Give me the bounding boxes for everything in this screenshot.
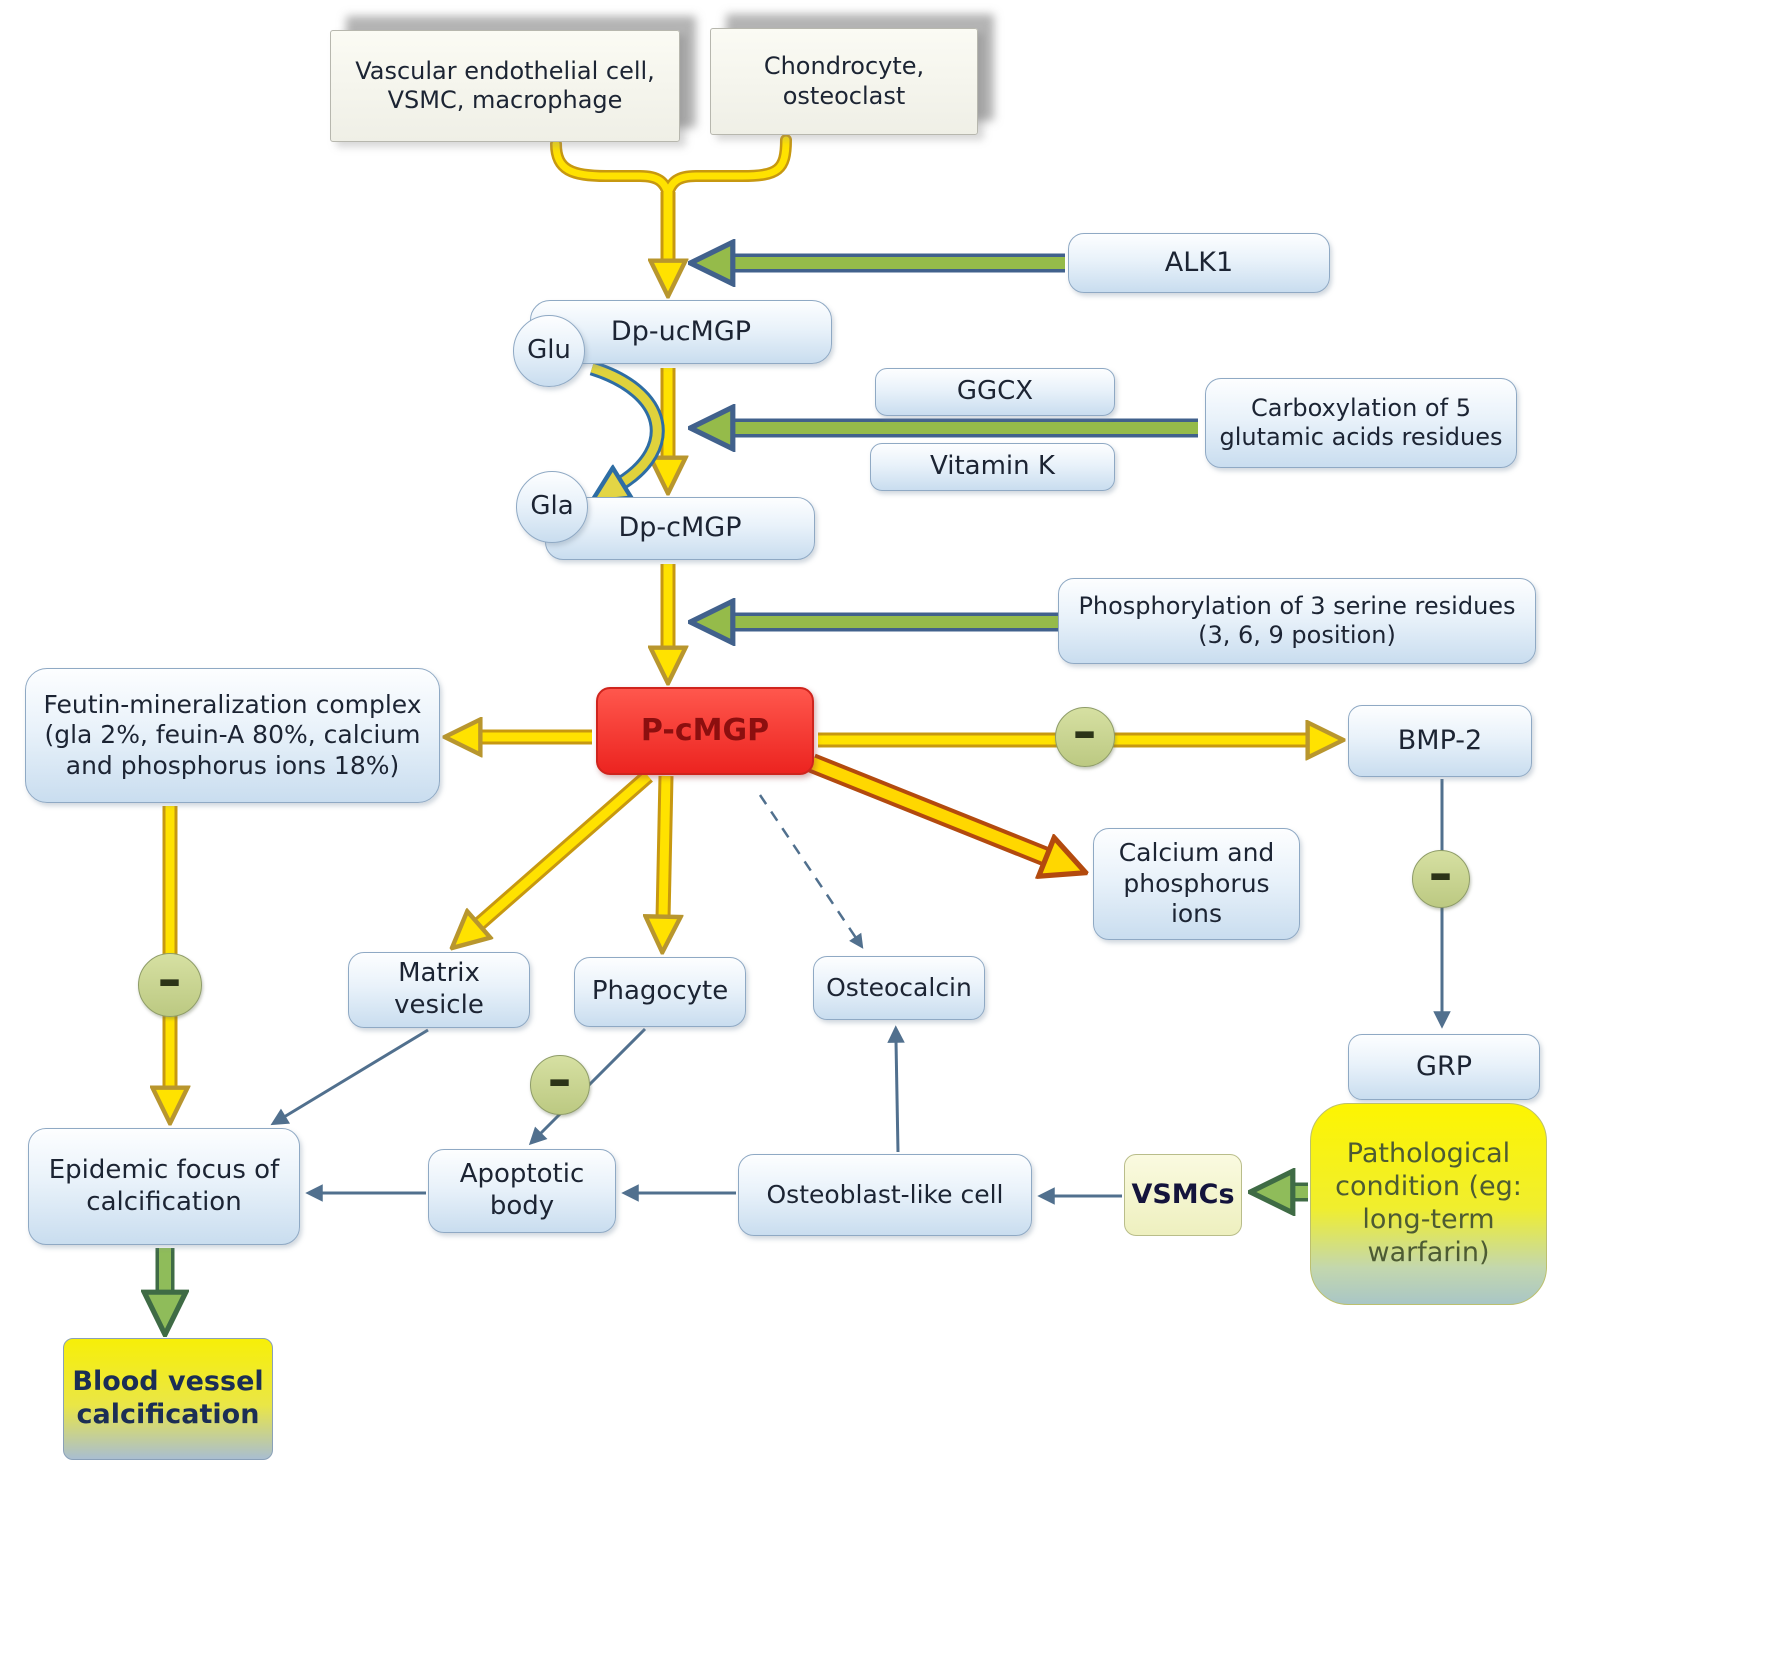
node-grp-label: GRP (1416, 1050, 1472, 1082)
node-bmp2: BMP-2 (1348, 705, 1532, 777)
node-chondrocyte-osteoclast-label: Chondrocyte, osteoclast (763, 52, 925, 110)
node-osteoblast-like-cell: Osteoblast-like cell (738, 1154, 1032, 1236)
arrow-glu-to-gla-curved (592, 360, 665, 484)
inhibition-badge-bmp2-grp: - (1412, 847, 1470, 908)
node-gla: Gla (516, 471, 588, 543)
node-glu-label: Glu (527, 335, 571, 366)
node-p-cmgp-label: P-cMGP (640, 712, 770, 748)
node-dp-cmgp: Dp-cMGP (545, 497, 815, 560)
node-grp: GRP (1348, 1034, 1540, 1100)
inhibition-badge-feutin-epidemic: - (138, 953, 202, 1017)
arrow-pcmgp-to-phagocyte (663, 775, 666, 919)
node-alk1-label: ALK1 (1164, 246, 1234, 278)
minus-sign: - (1072, 705, 1098, 759)
node-phagocyte: Phagocyte (574, 957, 746, 1027)
node-bmp2-label: BMP-2 (1397, 724, 1483, 756)
node-apoptotic-body: Apoptotic body (428, 1149, 616, 1233)
node-alk1: ALK1 (1068, 233, 1330, 293)
arrow-pcmgp-to-matrix-vesicle (477, 770, 653, 926)
node-vitamin-k-label: Vitamin K (930, 451, 1055, 482)
node-feutin-complex-label: Feutin-mineralization complex (gla 2%, f… (43, 689, 422, 780)
minus-sign: - (157, 953, 183, 1007)
brace-cells (550, 134, 792, 200)
arrow-osteoblast-to-osteocalcin (887, 1025, 905, 1153)
node-ggcx-label: GGCX (956, 376, 1034, 407)
node-blood-vessel-calcification: Blood vessel calcification (63, 1338, 273, 1460)
node-vsmcs: VSMCs (1124, 1154, 1242, 1236)
node-osteoblast-like-cell-label: Osteoblast-like cell (766, 1179, 1004, 1209)
node-pathological-condition: Pathological condition (eg: long-term wa… (1310, 1103, 1547, 1305)
node-vascular-endothelial: Vascular endothelial cell, VSMC, macroph… (330, 30, 680, 142)
node-feutin-complex: Feutin-mineralization complex (gla 2%, f… (25, 668, 440, 803)
node-osteocalcin-label: Osteocalcin (826, 972, 972, 1002)
node-carboxylation-label: Carboxylation of 5 glutamic acids residu… (1219, 393, 1503, 451)
node-gla-label: Gla (530, 491, 574, 522)
arrow-pcmgp-to-osteocalcin-dashed (758, 794, 864, 949)
arrow-phagocyte-to-apoptotic (528, 1027, 647, 1146)
node-vsmcs-label: VSMCs (1131, 1178, 1235, 1210)
node-calcium-phosphorus-ions: Calcium and phosphorus ions (1093, 828, 1300, 940)
node-vitamin-k: Vitamin K (870, 443, 1115, 491)
inhibition-badge-pcmgp-bmp2: - (1055, 705, 1115, 767)
node-glu: Glu (513, 315, 585, 387)
node-apoptotic-body-label: Apoptotic body (459, 1159, 585, 1221)
node-epidemic-focus-label: Epidemic focus of calcification (48, 1154, 280, 1217)
arrow-matrix-vesicle-to-epidemic (270, 1028, 429, 1126)
node-matrix-vesicle: Matrix vesicle (348, 952, 530, 1028)
node-pathological-condition-label: Pathological condition (eg: long-term wa… (1335, 1138, 1522, 1268)
node-ggcx: GGCX (875, 368, 1115, 416)
node-osteocalcin: Osteocalcin (813, 956, 985, 1020)
minus-sign: - (1428, 847, 1454, 901)
node-dp-cmgp-label: Dp-cMGP (618, 512, 742, 544)
node-phosphorylation-label: Phosphorylation of 3 serine residues (3,… (1078, 591, 1516, 649)
node-carboxylation: Carboxylation of 5 glutamic acids residu… (1205, 378, 1517, 468)
node-phosphorylation: Phosphorylation of 3 serine residues (3,… (1058, 578, 1536, 664)
node-vascular-endothelial-label: Vascular endothelial cell, VSMC, macroph… (355, 56, 655, 114)
node-matrix-vesicle-label: Matrix vesicle (394, 958, 484, 1020)
minus-sign: - (547, 1053, 573, 1107)
node-chondrocyte-osteoclast: Chondrocyte, osteoclast (710, 28, 978, 135)
node-p-cmgp: P-cMGP (596, 687, 814, 775)
node-calcium-phosphorus-ions-label: Calcium and phosphorus ions (1118, 838, 1275, 929)
node-dp-ucmgp-label: Dp-ucMGP (610, 315, 752, 347)
inhibition-badge-phagocyte-apoptotic: - (530, 1053, 590, 1115)
node-epidemic-focus: Epidemic focus of calcification (28, 1128, 300, 1245)
node-phagocyte-label: Phagocyte (591, 976, 729, 1007)
arrow-pcmgp-to-calcium-ions (808, 753, 1049, 858)
node-blood-vessel-calcification-label: Blood vessel calcification (72, 1366, 264, 1430)
